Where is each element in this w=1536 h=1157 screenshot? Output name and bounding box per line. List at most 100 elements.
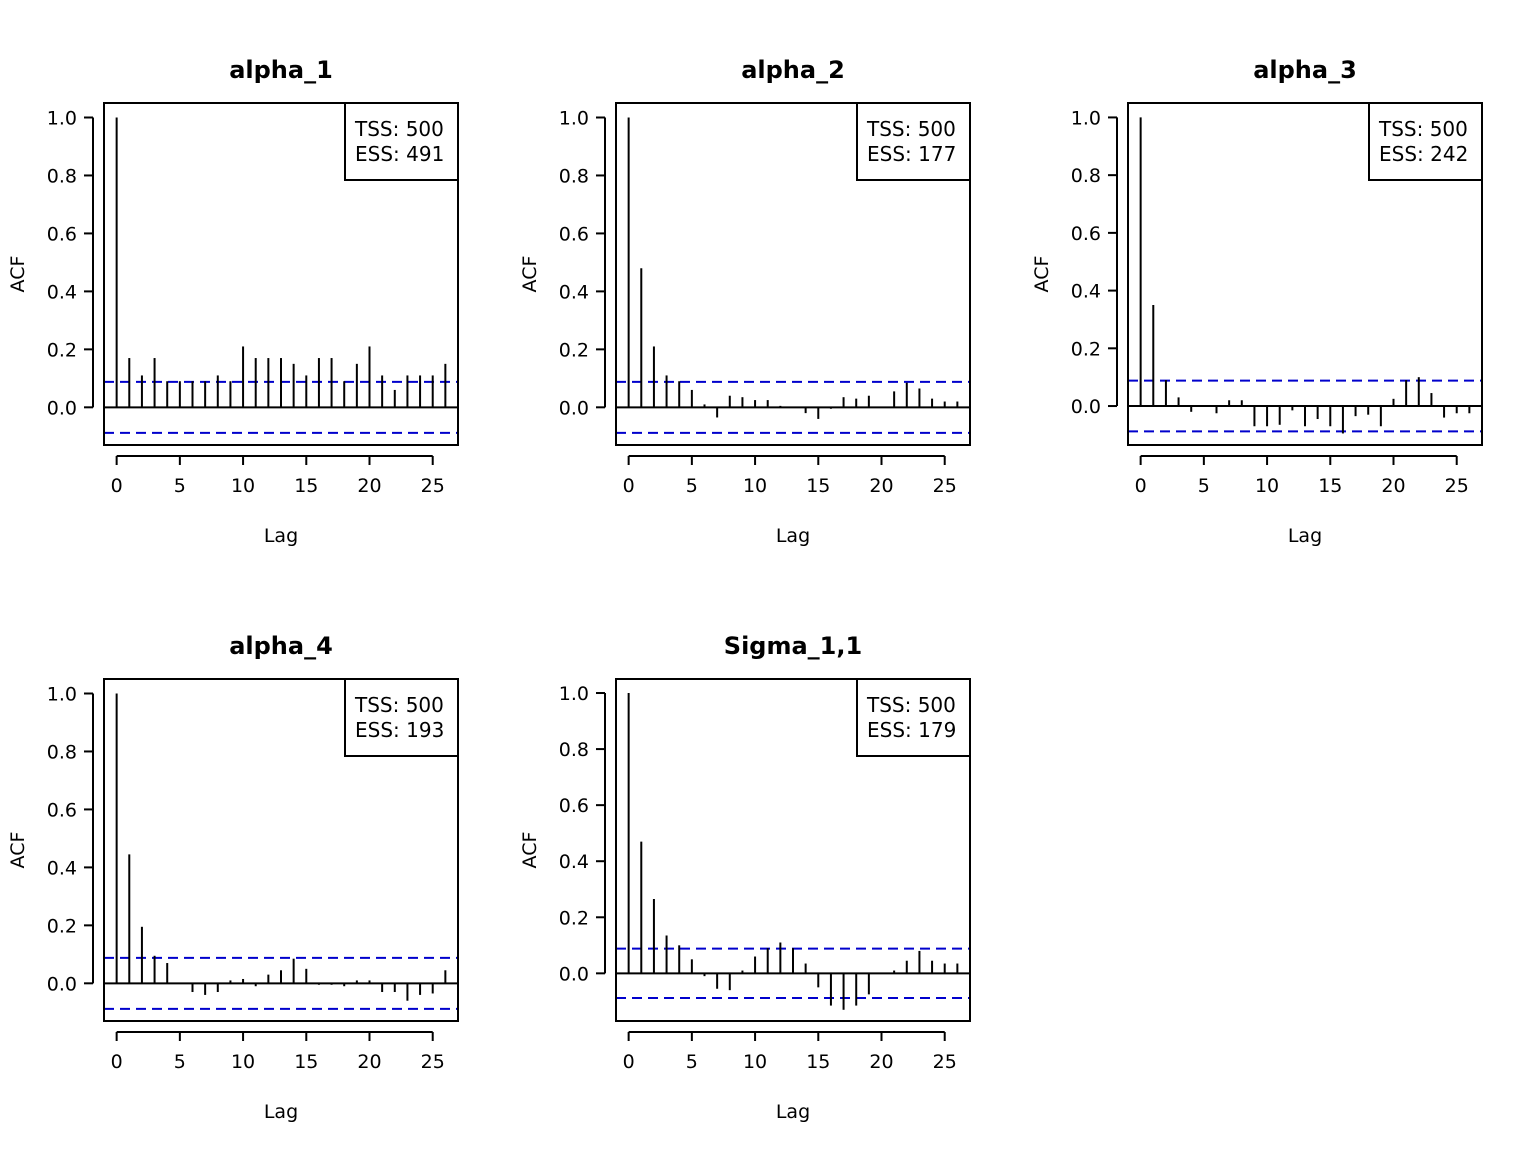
legend-tss: TSS: 500 — [1378, 117, 1468, 141]
x-tick-label: 5 — [174, 1051, 186, 1073]
x-tick-label: 20 — [357, 1051, 381, 1073]
x-tick-label: 5 — [174, 475, 186, 497]
x-axis-label: Lag — [776, 1101, 810, 1123]
y-tick-label: 0.4 — [47, 281, 77, 303]
y-tick-label: 0.6 — [559, 223, 589, 245]
x-tick-label: 10 — [1255, 475, 1279, 497]
legend-frame — [344, 678, 459, 757]
y-tick-label: 0.0 — [559, 397, 589, 419]
x-tick-label: 10 — [743, 1051, 767, 1073]
y-tick-label: 0.8 — [559, 739, 589, 761]
legend-ess: ESS: 193 — [355, 718, 444, 742]
plot-frame — [103, 102, 459, 446]
x-tick-label: 0 — [111, 1051, 123, 1073]
legend-tss: TSS: 500 — [354, 117, 444, 141]
x-tick-label: 25 — [933, 1051, 957, 1073]
y-tick-label: 0.6 — [1071, 223, 1101, 245]
x-axis-label: Lag — [776, 525, 810, 547]
legend-tss: TSS: 500 — [354, 693, 444, 717]
legend-tss: TSS: 500 — [866, 117, 956, 141]
y-tick-label: 0.4 — [47, 857, 77, 879]
y-tick-label: 0.0 — [559, 963, 589, 985]
y-axis-label: ACF — [1031, 256, 1053, 293]
y-axis-label: ACF — [519, 256, 541, 293]
x-tick-label: 15 — [294, 1051, 318, 1073]
y-tick-label: 1.0 — [47, 683, 77, 705]
x-tick-label: 0 — [623, 475, 635, 497]
plot-frame — [615, 102, 971, 446]
y-tick-label: 0.0 — [47, 397, 77, 419]
panel-title: alpha_3 — [1253, 56, 1357, 84]
y-tick-label: 0.0 — [47, 973, 77, 995]
y-tick-label: 0.4 — [1071, 281, 1101, 303]
x-tick-label: 10 — [231, 1051, 255, 1073]
y-tick-label: 0.0 — [1071, 396, 1101, 418]
x-axis-label: Lag — [264, 1101, 298, 1123]
plot-frame — [615, 678, 971, 1022]
y-tick-label: 0.4 — [559, 281, 589, 303]
x-tick-label: 15 — [806, 475, 830, 497]
legend-frame — [856, 678, 971, 757]
legend-ess: ESS: 242 — [1379, 142, 1468, 166]
plot-frame — [1127, 102, 1483, 446]
legend-frame — [856, 102, 971, 181]
x-tick-label: 5 — [686, 1051, 698, 1073]
y-tick-label: 0.4 — [559, 851, 589, 873]
legend-frame — [1368, 102, 1483, 181]
y-tick-label: 0.2 — [47, 339, 77, 361]
y-tick-label: 1.0 — [1071, 107, 1101, 129]
y-tick-label: 0.8 — [47, 165, 77, 187]
y-tick-label: 0.8 — [1071, 165, 1101, 187]
plot-frame — [103, 678, 459, 1022]
panel-title: Sigma_1,1 — [724, 632, 862, 660]
x-tick-label: 15 — [294, 475, 318, 497]
x-tick-label: 5 — [1198, 475, 1210, 497]
x-axis-label: Lag — [264, 525, 298, 547]
legend-ess: ESS: 179 — [867, 718, 956, 742]
x-tick-label: 0 — [623, 1051, 635, 1073]
y-tick-label: 1.0 — [47, 107, 77, 129]
x-tick-label: 10 — [743, 475, 767, 497]
y-tick-label: 0.6 — [559, 795, 589, 817]
legend-ess: ESS: 491 — [355, 142, 444, 166]
panel-title: alpha_1 — [229, 56, 333, 84]
x-tick-label: 20 — [1381, 475, 1405, 497]
x-tick-label: 0 — [1135, 475, 1147, 497]
x-tick-label: 15 — [1318, 475, 1342, 497]
legend-frame — [344, 102, 459, 181]
y-tick-label: 0.8 — [47, 741, 77, 763]
x-tick-label: 0 — [111, 475, 123, 497]
y-tick-label: 0.6 — [47, 223, 77, 245]
x-tick-label: 20 — [869, 1051, 893, 1073]
y-axis-label: ACF — [7, 256, 29, 293]
legend-ess: ESS: 177 — [867, 142, 956, 166]
panel-title: alpha_2 — [741, 56, 845, 84]
legend-tss: TSS: 500 — [866, 693, 956, 717]
y-axis-label: ACF — [7, 832, 29, 869]
y-axis-label: ACF — [519, 832, 541, 869]
x-tick-label: 20 — [869, 475, 893, 497]
x-tick-label: 25 — [421, 1051, 445, 1073]
y-tick-label: 1.0 — [559, 107, 589, 129]
x-axis-label: Lag — [1288, 525, 1322, 547]
y-tick-label: 0.8 — [559, 165, 589, 187]
x-tick-label: 15 — [806, 1051, 830, 1073]
x-tick-label: 20 — [357, 475, 381, 497]
y-tick-label: 1.0 — [559, 683, 589, 705]
x-tick-label: 25 — [1445, 475, 1469, 497]
y-tick-label: 0.2 — [47, 915, 77, 937]
x-tick-label: 25 — [421, 475, 445, 497]
panel-title: alpha_4 — [229, 632, 333, 660]
